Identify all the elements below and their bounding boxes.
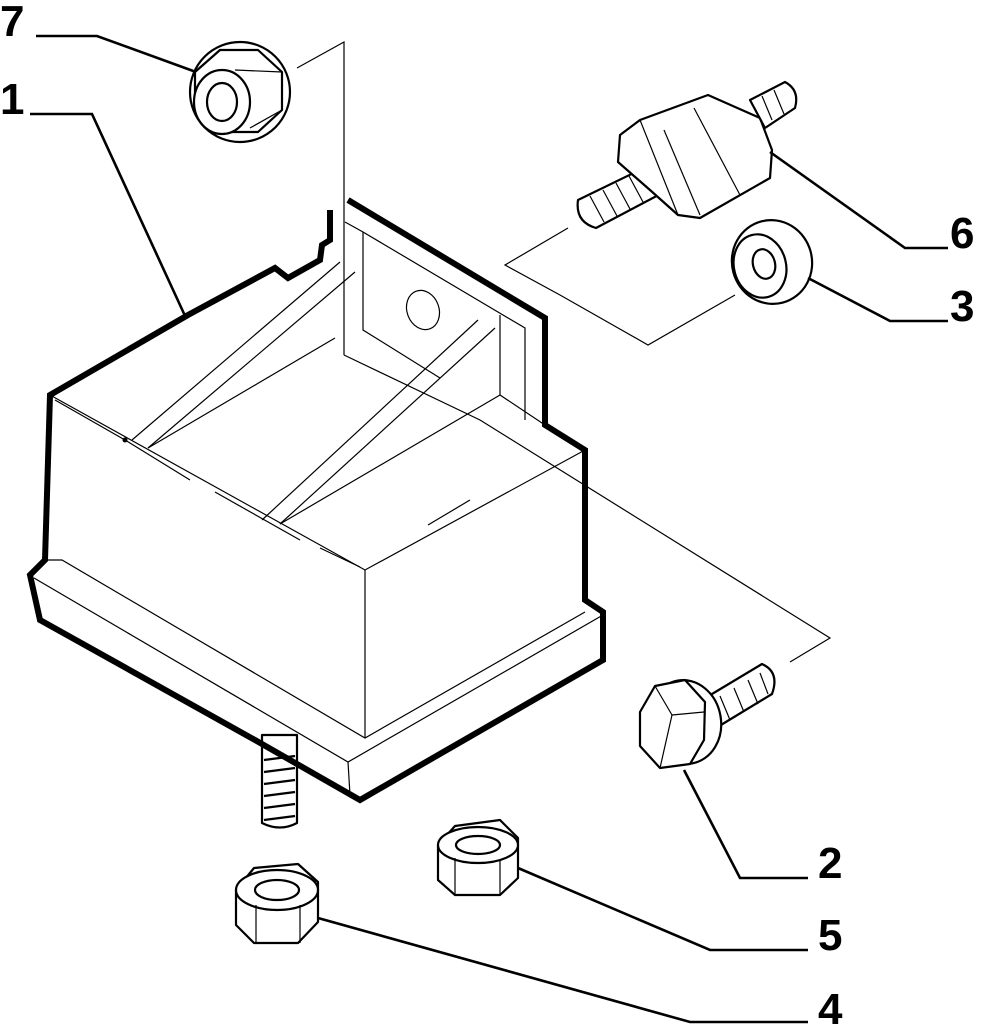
leader-7 — [36, 34, 197, 74]
callout-2: 2 — [818, 839, 842, 888]
callout-5: 5 — [818, 911, 842, 960]
leader-lines — [30, 34, 948, 1024]
part-3-flange-washer — [730, 219, 814, 305]
part-5-hex-nut — [436, 818, 520, 897]
engine-mount-block — [26, 197, 606, 829]
part-2-hex-bolt — [638, 662, 776, 770]
part-4-hex-nut — [234, 862, 320, 945]
leader-5 — [517, 866, 808, 952]
leader-3 — [807, 276, 948, 323]
part-7-flange-nut — [188, 40, 292, 144]
callout-7: 7 — [0, 0, 24, 46]
callout-6: 6 — [950, 209, 974, 258]
assembly-center-lines — [296, 40, 832, 663]
callout-1: 1 — [0, 75, 24, 124]
callout-3: 3 — [950, 282, 974, 331]
mount-outline — [26, 197, 606, 804]
leader-4 — [317, 916, 808, 1024]
leader-1 — [30, 112, 188, 319]
part-6-hex-spacer-stud — [576, 80, 798, 230]
leader-2 — [682, 769, 808, 880]
callout-4: 4 — [818, 985, 843, 1028]
leader-6 — [769, 150, 948, 250]
callout-labels: 7 1 6 3 2 5 4 — [0, 0, 974, 1028]
